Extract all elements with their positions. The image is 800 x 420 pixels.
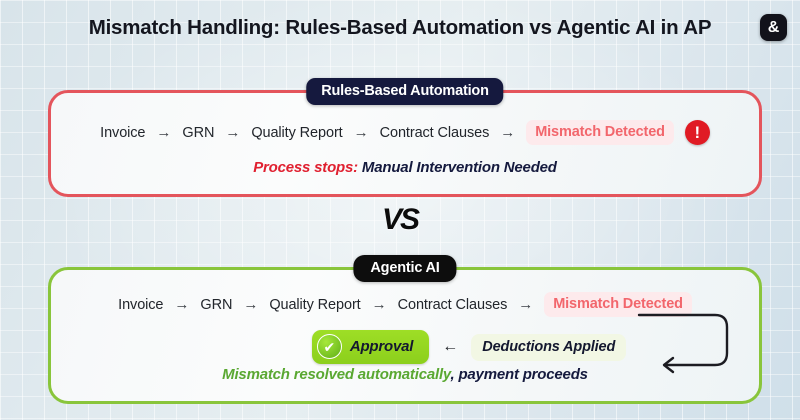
agentic-tagline: Mismatch resolved automatically, payment…: [51, 366, 759, 383]
agentic-flow-arrow-icon: →: [174, 296, 190, 313]
agentic-panel-badge: Agentic AI: [353, 255, 457, 282]
exclamation-glyph: !: [694, 123, 701, 142]
deductions-applied-chip: Deductions Applied: [471, 333, 627, 361]
check-glyph: ✔: [323, 338, 336, 355]
rules-based-automation-panel: Rules-Based Automation Invoice → GRN → Quali…: [48, 78, 762, 197]
rules-mismatch-chip: Mismatch Detected: [526, 120, 674, 145]
agentic-flow-arrow-icon: →: [243, 296, 259, 313]
agentic-flow-arrow-icon: →: [518, 296, 534, 313]
agentic-flow-step: Contract Clauses: [397, 296, 508, 313]
rules-flow-arrow-icon: →: [353, 124, 369, 141]
arrow-left-icon: ←: [442, 338, 459, 355]
agentic-flow-step: GRN: [200, 296, 233, 313]
rules-panel-badge: Rules-Based Automation: [306, 78, 504, 105]
ampersand-brand-logo: &: [760, 14, 787, 41]
ampersand-glyph: &: [767, 18, 780, 36]
rules-flow-step: Quality Report: [251, 124, 343, 141]
rules-flow-arrow-icon: →: [156, 124, 172, 141]
agentic-flow-step: Invoice: [118, 296, 164, 313]
agentic-flow-step: Quality Report: [269, 296, 361, 313]
agentic-mismatch-chip: Mismatch Detected: [544, 292, 692, 317]
rules-tagline-emphasis: Process stops:: [253, 159, 358, 176]
rules-flow-row: Invoice → GRN → Quality Report → Contract Clau…: [51, 120, 759, 145]
approval-badge: ✔ Approval: [311, 330, 430, 364]
agentic-tagline-rest: , payment proceeds: [450, 366, 588, 383]
agentic-flow-row: Invoice → GRN → Quality Report → Contract Clau…: [51, 292, 759, 317]
rules-flow-arrow-icon: →: [500, 124, 516, 141]
agentic-tagline-emphasis: Mismatch resolved automatically: [222, 366, 451, 383]
rules-tagline: Process stops: Manual Intervention Neede…: [51, 159, 759, 176]
agentic-ai-panel: Agentic AI Invoice → GRN → Quality Report → Co…: [48, 255, 762, 404]
approval-label: Approval: [349, 338, 414, 355]
rules-flow-step: Contract Clauses: [379, 124, 490, 141]
rules-flow-step: Invoice: [100, 124, 146, 141]
rules-flow-arrow-icon: →: [225, 124, 241, 141]
check-circle-icon: ✔: [316, 334, 342, 359]
error-exclamation-icon: !: [684, 120, 710, 145]
rules-tagline-rest: Manual Intervention Needed: [357, 159, 557, 176]
rules-flow-step: GRN: [182, 124, 215, 141]
page-title: Mismatch Handling: Rules-Based Automatio…: [88, 16, 712, 39]
agentic-flow-arrow-icon: →: [371, 296, 387, 313]
versus-divider: VS: [381, 203, 420, 236]
agentic-resolution-row: ✔ Approval ← Deductions Applied: [51, 330, 759, 364]
